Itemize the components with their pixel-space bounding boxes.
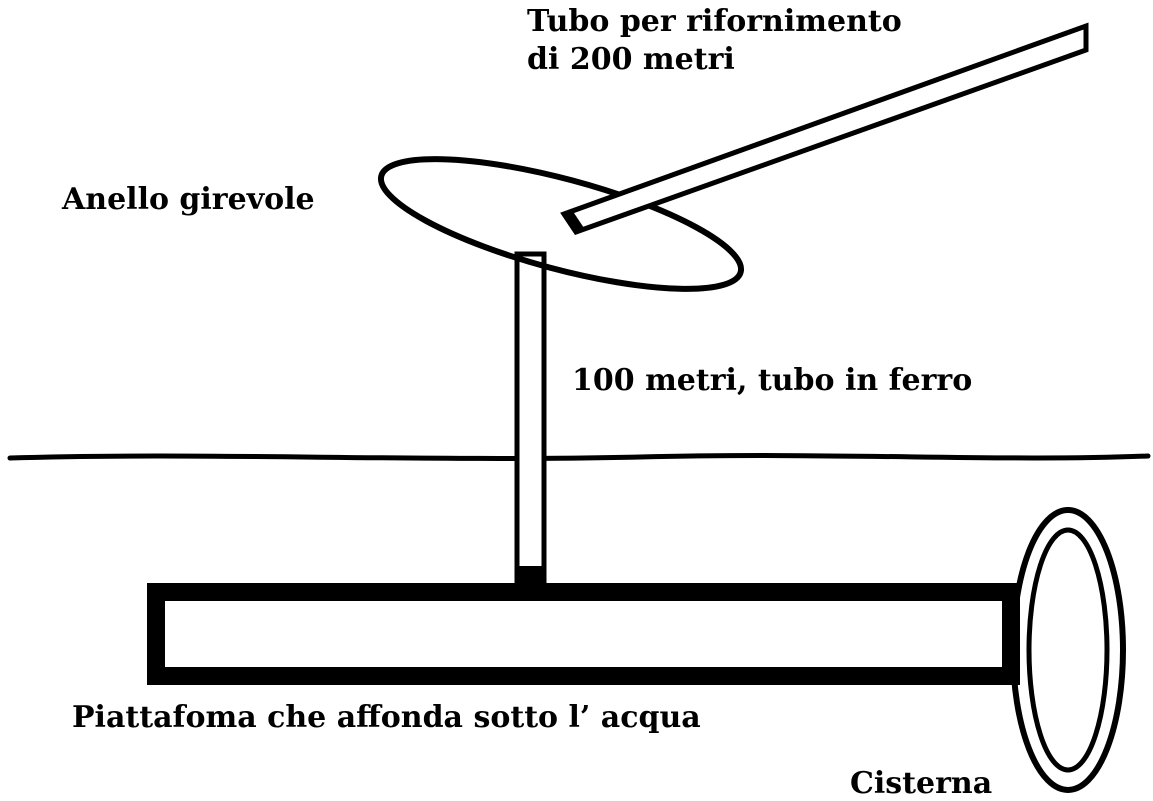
swivel-ring xyxy=(377,156,745,292)
supply-tube-end-cap xyxy=(564,210,584,232)
tank-outer xyxy=(1010,507,1126,793)
water-surface-line xyxy=(7,453,1151,461)
swivel-ring-label: Anello girevole xyxy=(61,182,315,217)
supply-tube-label-line2: di 200 metri xyxy=(527,42,735,77)
iron-tube xyxy=(514,251,547,587)
iron-tube-label: 100 metri, tubo in ferro xyxy=(572,363,972,398)
tank-label: Cisterna xyxy=(850,766,992,801)
iron-tube-foot xyxy=(517,566,544,586)
submerged-platform xyxy=(147,583,1020,685)
supply-tube-label-line1: Tubo per rifornimento xyxy=(527,4,902,39)
platform-label: Piattafoma che affonda sotto l’ acqua xyxy=(72,700,701,735)
tank-inner xyxy=(1026,527,1110,773)
